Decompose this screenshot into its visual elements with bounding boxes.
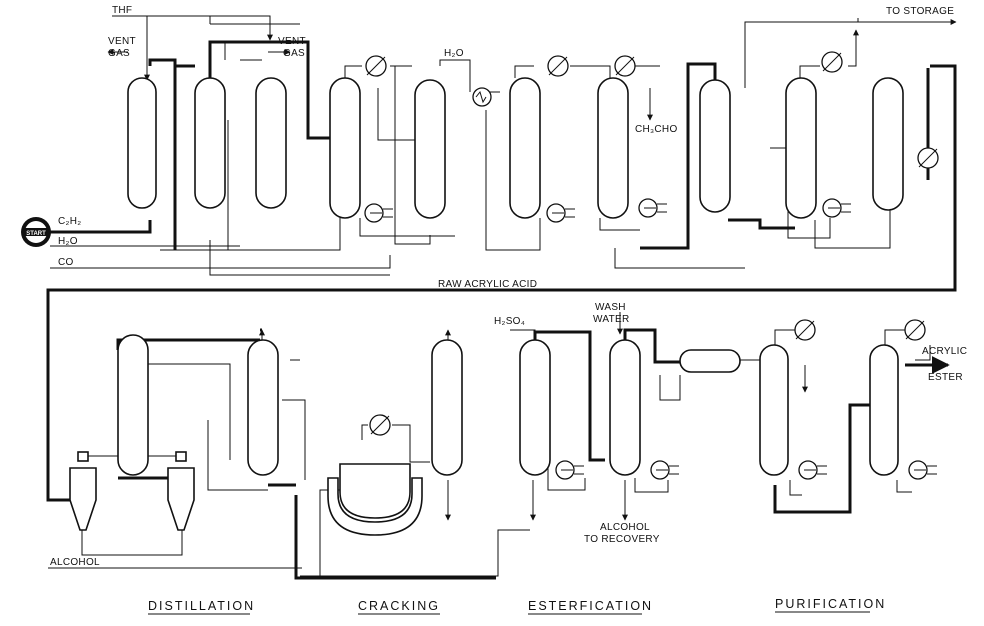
- thf-label: THF: [112, 5, 132, 16]
- hopper-2: [148, 451, 195, 531]
- bottom-row-exchangers: [369, 319, 937, 480]
- top-row-piping: [38, 15, 957, 502]
- section-esterification: ESTERFICATION: [528, 599, 653, 613]
- reboiler-icon: [555, 460, 584, 480]
- distillation-column-2: [247, 339, 279, 476]
- bottom-row-vessels: [69, 334, 899, 536]
- ch3cho-label: CH₃CHO: [635, 124, 678, 135]
- purification-column-1: [759, 344, 789, 476]
- acrylic-ester-label-a: ACRYLIC: [922, 346, 967, 357]
- column-8: [699, 79, 731, 213]
- reboiler-icon: [798, 460, 827, 480]
- reboiler-icon: [822, 198, 851, 218]
- vent-gas-label-2a: VENT: [278, 36, 306, 47]
- raw-acrylic-acid-label: RAW ACRYLIC ACID: [438, 279, 537, 290]
- start-marker: START: [21, 217, 51, 247]
- alcohol-feed-label: ALCOHOL: [50, 557, 100, 568]
- column-9: [785, 77, 817, 219]
- bottom-row-piping: [48, 312, 950, 580]
- column-5: [414, 79, 446, 219]
- column-10: [872, 77, 904, 211]
- cracking-kettle: [327, 463, 423, 536]
- condenser-icon: [365, 55, 387, 77]
- cracking-column: [431, 339, 463, 476]
- esterification-column: [519, 339, 551, 476]
- acrylic-ester-label-b: ESTER: [928, 372, 963, 383]
- column-4: [329, 77, 361, 219]
- condenser-icon: [917, 147, 939, 169]
- alcohol-recovery-label-a: ALCOHOL: [600, 522, 650, 533]
- reboiler-icon: [364, 203, 393, 223]
- reboiler-icon: [546, 203, 575, 223]
- vent-gas-label-1b: GAS: [108, 48, 130, 59]
- condenser-icon: [547, 55, 569, 77]
- purification-column-2: [869, 344, 899, 476]
- c2h2-label: C₂H₂: [58, 216, 81, 227]
- wash-water-label-b: WATER: [593, 314, 630, 325]
- reboiler-icon: [650, 460, 679, 480]
- condenser-icon: [821, 51, 843, 73]
- condenser-icon: [614, 55, 636, 77]
- section-cracking: CRACKING: [358, 599, 440, 613]
- section-purification: PURIFICATION: [775, 597, 886, 611]
- stream-labels: THF VENT GAS VENT GAS H₂O TO STORAGE CH₃…: [50, 5, 967, 568]
- co-label: CO: [58, 257, 74, 268]
- h2so4-label: H₂SO₄: [494, 316, 525, 327]
- top-row-vessels: [127, 77, 904, 219]
- reactor-column-2: [194, 77, 226, 209]
- to-storage-label: TO STORAGE: [886, 6, 954, 17]
- alcohol-recovery-label-b: TO RECOVERY: [584, 534, 660, 545]
- reboiler-icon: [908, 460, 937, 480]
- top-row-exchangers: [364, 51, 939, 223]
- reactor-column-3: [255, 77, 287, 209]
- start-label: START: [26, 231, 46, 237]
- condenser-icon: [904, 319, 926, 341]
- wash-column: [609, 339, 641, 476]
- condenser-icon: [369, 414, 391, 436]
- column-7: [597, 77, 629, 219]
- distillation-column-1: [117, 334, 149, 476]
- reboiler-icon: [638, 198, 667, 218]
- wash-water-label-a: WASH: [595, 302, 626, 313]
- h2o-feed-label: H₂O: [58, 236, 78, 247]
- separator-drum: [679, 349, 741, 373]
- section-distillation: DISTILLATION: [148, 599, 255, 613]
- hopper-1: [69, 451, 118, 531]
- vent-gas-label-1a: VENT: [108, 36, 136, 47]
- h2o-top-label: H₂O: [444, 48, 464, 59]
- vent-gas-label-2b: GAS: [283, 48, 305, 59]
- section-labels: DISTILLATION CRACKING ESTERFICATION PURI…: [148, 597, 886, 615]
- heater-icon: [472, 87, 492, 107]
- column-6: [509, 77, 541, 219]
- reactor-column-1: [127, 77, 157, 209]
- condenser-icon: [794, 319, 816, 341]
